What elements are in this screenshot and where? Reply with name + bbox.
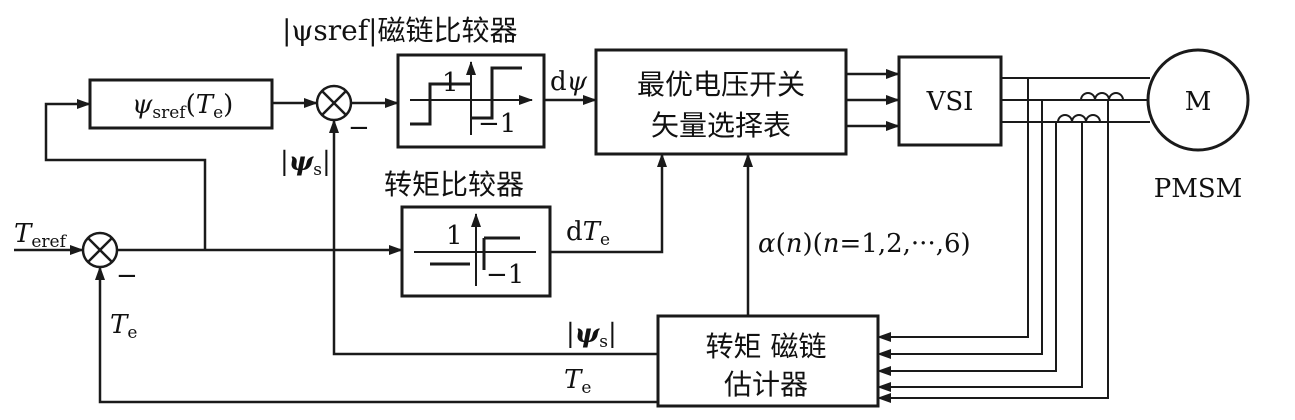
svg-text:ψsref(Te): ψsref(Te) bbox=[132, 90, 233, 123]
flux-feedback-line bbox=[329, 119, 658, 356]
flux-ref-close: ) bbox=[223, 90, 233, 120]
estimator-block: 转矩 磁链 估计器 bbox=[656, 314, 880, 408]
te-feedback-label: Te bbox=[110, 310, 137, 343]
d-psi-label: dψ bbox=[550, 67, 588, 97]
flux-comp-lower-branch bbox=[410, 82, 471, 126]
d-te-label: dTe bbox=[566, 217, 610, 250]
torque-comp-lower-value: −1 bbox=[486, 260, 524, 290]
estimator-line2: 估计器 bbox=[724, 368, 808, 401]
psi-s-estimator-label: |ψs| bbox=[566, 319, 617, 352]
current-tap-b bbox=[877, 100, 1109, 403]
flux-ref-Tsub: e bbox=[213, 103, 223, 123]
voltage-tap-c bbox=[877, 122, 1057, 376]
flux-ref-open: ( bbox=[186, 90, 196, 120]
flux-summing-junction bbox=[315, 84, 353, 122]
te-to-flux-ref-line bbox=[44, 99, 207, 250]
flux-ref-sub: sref bbox=[152, 103, 187, 123]
torque-comp-upper-value: 1 bbox=[446, 221, 463, 251]
flux-comparator-title: |ψsref|磁链比较器 bbox=[282, 14, 518, 47]
switch-table-line1: 最优电压开关 bbox=[637, 68, 805, 101]
voltage-tap-a bbox=[877, 78, 1029, 342]
flux-comp-lower-value: −1 bbox=[478, 109, 516, 139]
torque-junction-minus: − bbox=[116, 261, 138, 291]
motor-name: PMSM bbox=[1154, 174, 1243, 204]
d-te-line bbox=[550, 153, 667, 254]
psi-s-left-label: |ψs| bbox=[280, 147, 331, 180]
sector-label: α(n)(n=1,2,···,6) bbox=[758, 229, 971, 259]
te-ref-label: Teref bbox=[14, 219, 68, 252]
switch-table-line2: 矢量选择表 bbox=[651, 109, 791, 142]
torque-feedback-line bbox=[95, 266, 658, 404]
vsi-label: VSI bbox=[926, 87, 974, 117]
torque-comparator-block: 1 −1 bbox=[400, 205, 552, 298]
current-sensor-upper bbox=[1080, 92, 1124, 101]
switch-table-block: 最优电压开关 矢量选择表 bbox=[594, 48, 848, 156]
te-estimator-label: Te bbox=[564, 365, 591, 398]
flux-junction-minus: − bbox=[348, 113, 370, 143]
torque-summing-junction bbox=[81, 231, 119, 269]
current-sensor-lower bbox=[1057, 114, 1101, 123]
flux-ref-psi: ψ bbox=[132, 90, 153, 120]
flux-reference-block: ψsref(Te) bbox=[88, 78, 274, 130]
estimator-line1: 转矩 磁链 bbox=[706, 330, 827, 363]
current-tap-a bbox=[877, 122, 1083, 392]
flux-comparator-block: 1 −1 bbox=[396, 53, 546, 149]
voltage-tap-b bbox=[877, 100, 1043, 359]
torque-comparator-title: 转矩比较器 bbox=[384, 168, 524, 201]
flux-comp-upper-branch bbox=[471, 66, 522, 120]
flux-ref-T: T bbox=[196, 90, 215, 120]
motor-symbol: M bbox=[1185, 87, 1212, 117]
vsi-block: VSI bbox=[897, 55, 1003, 147]
flux-comp-upper-value: 1 bbox=[442, 68, 459, 98]
motor: M PMSM bbox=[1146, 48, 1250, 204]
